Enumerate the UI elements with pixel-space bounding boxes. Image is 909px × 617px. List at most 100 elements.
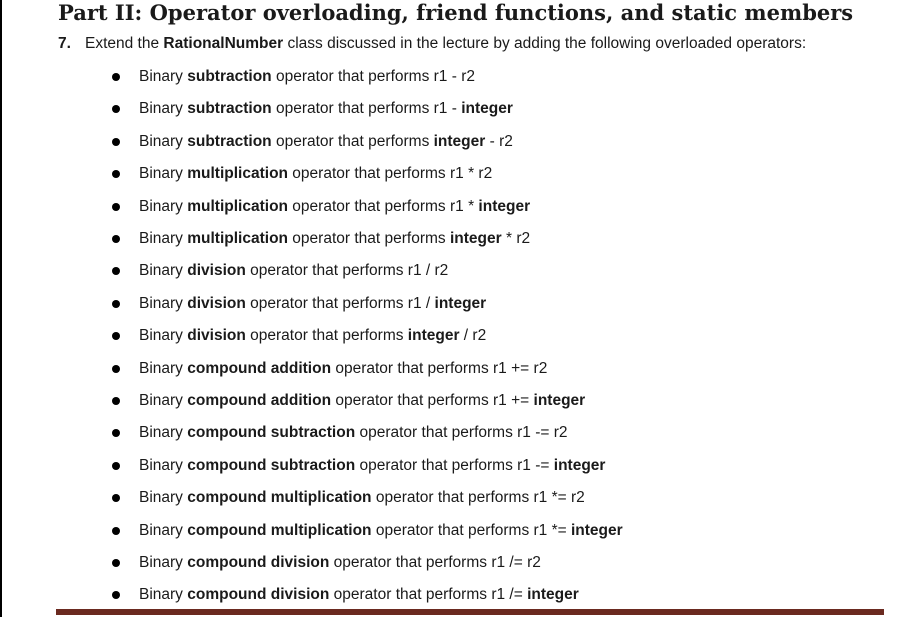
left-operand: r1 bbox=[517, 424, 531, 441]
page-left-border bbox=[0, 0, 2, 617]
operator-symbol: * bbox=[463, 198, 479, 215]
operator-kind: compound addition bbox=[187, 392, 332, 409]
item-prefix: Binary bbox=[139, 262, 188, 279]
left-operand: r1 bbox=[493, 360, 507, 377]
item-middle: operator that performs bbox=[329, 554, 492, 571]
operator-kind: division bbox=[187, 295, 246, 312]
operator-symbol: += bbox=[506, 392, 534, 409]
bullet-icon bbox=[112, 397, 120, 405]
item-prefix: Binary bbox=[139, 457, 188, 474]
bullet-icon bbox=[112, 527, 120, 535]
list-item-text: Binary compound subtraction operator tha… bbox=[139, 422, 568, 444]
left-operand: r1 bbox=[533, 489, 548, 506]
item-prefix: Binary bbox=[139, 360, 188, 377]
item-prefix: Binary bbox=[139, 198, 188, 215]
right-operand: integer bbox=[533, 392, 586, 409]
operator-symbol: - bbox=[485, 133, 500, 150]
item-middle: operator that performs bbox=[355, 424, 518, 441]
list-item-text: Binary subtraction operator that perform… bbox=[139, 66, 475, 88]
bullet-icon bbox=[112, 462, 120, 470]
bullet-icon bbox=[112, 559, 120, 567]
list-item-text: Binary compound multiplication operator … bbox=[139, 487, 585, 509]
left-operand: r1 bbox=[433, 100, 448, 117]
bullet-icon bbox=[112, 429, 120, 437]
bullet-icon bbox=[112, 300, 120, 308]
item-prefix: Binary bbox=[139, 554, 188, 571]
list-item-text: Binary compound addition operator that p… bbox=[139, 358, 547, 380]
right-operand: integer bbox=[571, 522, 623, 539]
question-text-before: Extend the bbox=[85, 35, 164, 52]
operator-symbol: -= bbox=[530, 457, 554, 474]
item-middle: operator that performs bbox=[329, 586, 492, 603]
list-item-text: Binary multiplication operator that perf… bbox=[139, 163, 492, 185]
bullet-icon bbox=[112, 332, 120, 340]
left-operand: r1 bbox=[533, 522, 548, 539]
footer-rule bbox=[56, 609, 884, 615]
list-item-text: Binary subtraction operator that perform… bbox=[139, 98, 513, 120]
right-operand: r2 bbox=[553, 424, 568, 441]
list-item-text: Binary division operator that performs r… bbox=[139, 293, 486, 315]
right-operand: r2 bbox=[478, 165, 493, 182]
item-middle: operator that performs bbox=[271, 68, 434, 85]
operator-kind: subtraction bbox=[187, 100, 272, 117]
right-operand: r2 bbox=[434, 262, 449, 279]
left-operand: r1 bbox=[449, 198, 464, 215]
operator-kind: subtraction bbox=[187, 68, 272, 85]
right-operand: r2 bbox=[533, 360, 548, 377]
left-operand: integer bbox=[449, 230, 502, 247]
left-operand: r1 bbox=[491, 586, 506, 603]
section-heading: Part II: Operator overloading, friend fu… bbox=[58, 0, 854, 25]
left-operand: r1 bbox=[491, 554, 506, 571]
operator-kind: compound division bbox=[187, 554, 330, 571]
item-middle: operator that performs bbox=[271, 100, 434, 117]
item-prefix: Binary bbox=[139, 68, 188, 85]
item-middle: operator that performs bbox=[271, 133, 434, 150]
operator-symbol: /= bbox=[505, 554, 528, 571]
operator-kind: multiplication bbox=[187, 165, 288, 182]
list-item-text: Binary compound subtraction operator tha… bbox=[139, 455, 605, 477]
operator-symbol: * bbox=[463, 165, 479, 182]
item-prefix: Binary bbox=[139, 100, 188, 117]
bullet-icon bbox=[112, 494, 120, 502]
right-operand: r2 bbox=[516, 230, 531, 247]
item-middle: operator that performs bbox=[355, 457, 518, 474]
item-prefix: Binary bbox=[139, 230, 188, 247]
left-operand: r1 bbox=[449, 165, 464, 182]
list-item-text: Binary multiplication operator that perf… bbox=[139, 228, 530, 250]
operator-kind: compound multiplication bbox=[187, 522, 372, 539]
bullet-icon bbox=[112, 203, 120, 211]
bullet-icon bbox=[112, 73, 120, 81]
list-item-text: Binary compound division operator that p… bbox=[139, 552, 541, 574]
list-item-text: Binary compound addition operator that p… bbox=[139, 390, 585, 412]
question-text-after: class discussed in the lecture by adding… bbox=[283, 35, 807, 52]
item-prefix: Binary bbox=[139, 424, 188, 441]
item-middle: operator that performs bbox=[331, 392, 494, 409]
operator-symbol: - bbox=[447, 100, 462, 117]
operator-kind: division bbox=[187, 327, 246, 344]
list-item-text: Binary compound multiplication operator … bbox=[139, 520, 623, 542]
bullet-icon bbox=[112, 138, 120, 146]
item-prefix: Binary bbox=[139, 392, 188, 409]
item-middle: operator that performs bbox=[288, 165, 450, 182]
operator-symbol: *= bbox=[547, 522, 571, 539]
question-prompt: 7.Extend the RationalNumber class discus… bbox=[58, 34, 806, 54]
right-operand: r2 bbox=[472, 327, 487, 344]
bullet-icon bbox=[112, 267, 120, 275]
operator-kind: multiplication bbox=[187, 230, 288, 247]
operator-symbol: / bbox=[459, 327, 473, 344]
item-middle: operator that performs bbox=[245, 295, 408, 312]
operator-kind: subtraction bbox=[187, 133, 272, 150]
right-operand: integer bbox=[478, 198, 531, 215]
left-operand: r1 bbox=[433, 68, 448, 85]
item-middle: operator that performs bbox=[245, 262, 408, 279]
item-prefix: Binary bbox=[139, 295, 188, 312]
operator-kind: division bbox=[187, 262, 246, 279]
item-prefix: Binary bbox=[139, 327, 188, 344]
item-middle: operator that performs bbox=[331, 360, 494, 377]
operator-kind: compound division bbox=[187, 586, 330, 603]
list-item-text: Binary compound division operator that p… bbox=[139, 584, 579, 606]
item-middle: operator that performs bbox=[245, 327, 408, 344]
right-operand: r2 bbox=[571, 489, 585, 506]
operator-symbol: / bbox=[421, 262, 435, 279]
bullet-icon bbox=[112, 235, 120, 243]
